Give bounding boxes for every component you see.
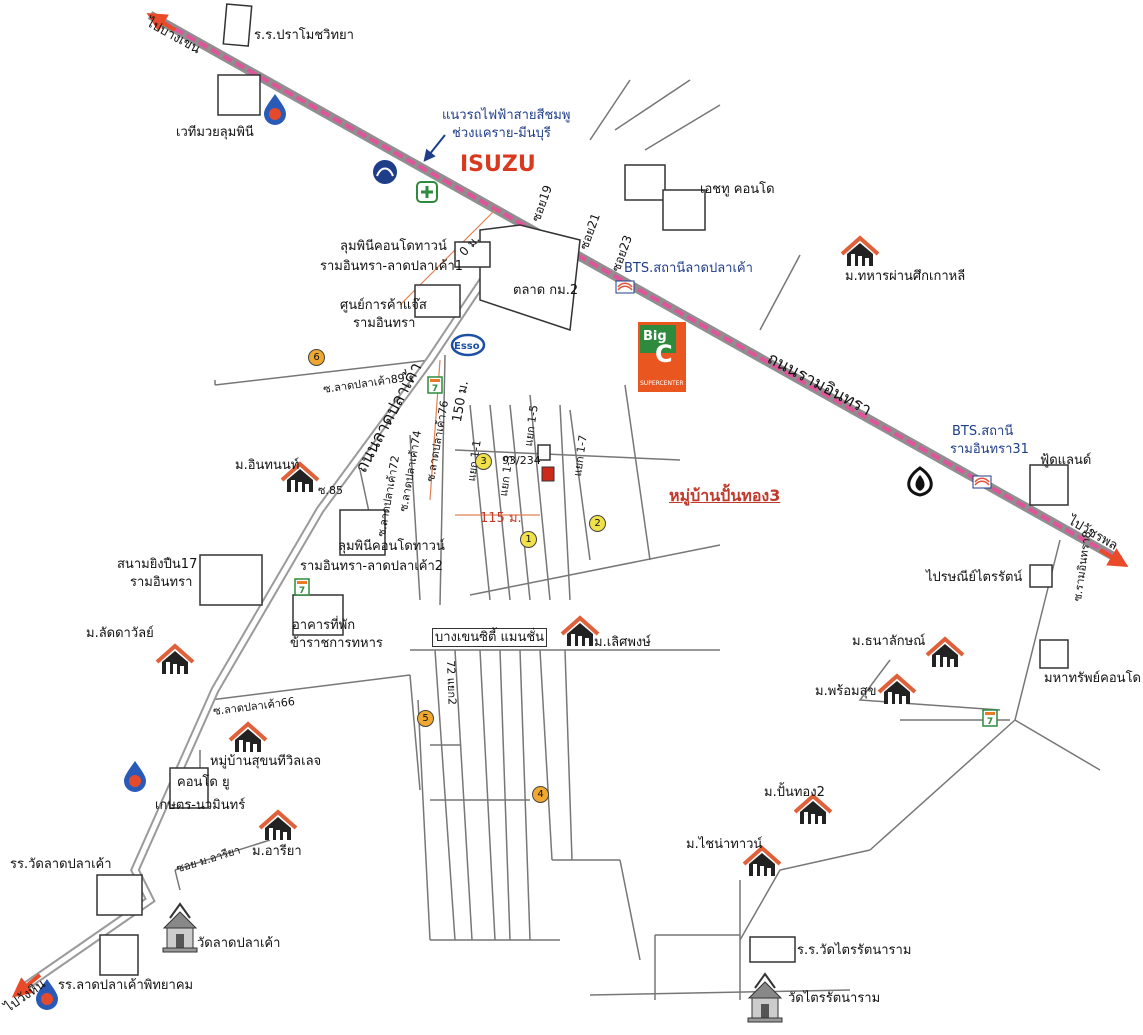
pramote-school-label: ร.ร.ปราโมชวิทยา — [254, 28, 354, 43]
m-panthong2-label: ม.ปั้นทอง2 — [764, 785, 825, 800]
distance-115-label: 115 ม. — [480, 511, 522, 526]
marker-6: 6 — [308, 349, 325, 366]
bigc-logo-sub: SUPERCENTER — [640, 380, 684, 387]
m-phromsuk-label: ม.พร้อมสุข — [815, 684, 877, 699]
m-ariya-label: ม.อารียา — [252, 844, 302, 859]
post-office-label: ไปรษณีย์ไตรรัตน์ — [926, 570, 1023, 585]
wat-latplakhao-label: วัดลาดปลาเค้า — [197, 936, 281, 951]
village-panthong3-label: หมู่บ้านปั้นทอง3 — [669, 486, 781, 505]
shooting-range-sub-label: รามอินทรา — [130, 575, 193, 590]
lumpini-condo2-label: ลุมพินีคอนโดทาวน์ — [338, 539, 445, 554]
jas-center-label: ศูนย์การค้าแจ๊ส — [340, 298, 427, 313]
bangkhen-city-label: บางเขนซิตี้ แมนชั่น — [432, 628, 548, 647]
marker-2: 2 — [589, 515, 606, 532]
marker-3: 3 — [475, 453, 492, 470]
korean-vets-label: ม.ทหารผ่านศึกเกาหลี — [845, 269, 966, 284]
hchu-condo-label: เอชทู คอนโด — [700, 182, 775, 197]
bigc-logo-text: Big — [643, 329, 667, 344]
lumpini-condo2-sub-label: รามอินทรา-ลาดปลาเค้า2 — [300, 559, 444, 574]
m-loetphong-label: ม.เลิศพงษ์ — [594, 635, 651, 650]
wat-trairat-label: วัดไตรรัตนาราม — [788, 991, 881, 1006]
soi85-label: ซ.85 — [318, 484, 343, 497]
m-ladda-label: ม.ลัดดาวัลย์ — [86, 626, 154, 641]
pink-line-label: แนวรถไฟฟ้าสายสีชมพู — [442, 108, 571, 123]
m-chinatown-label: ม.ไชน่าทาวน์ — [686, 837, 763, 852]
sukhonthee-village-label: หมู่บ้านสุขนทีวิลเลจ — [210, 754, 322, 769]
marker-4: 4 — [532, 786, 549, 803]
marker-5: 5 — [417, 710, 434, 727]
isuzu-logo: ISUZU — [460, 152, 536, 177]
latplakhao-pittayakom-label: รร.ลาดปลาเค้าพิทยาคม — [58, 978, 194, 993]
m-inthanon-label: ม.อินทนนท์ — [235, 458, 300, 473]
condo-u-label: คอนโด ยู — [177, 775, 230, 790]
soi72-yaek2-label: 72 แยก2 — [444, 660, 459, 706]
lumpini-condo1-label: ลุมพินีคอนโดทาวน์ — [340, 239, 447, 254]
wat-trairat-school-label: ร.ร.วัดไตรรัตนาราม — [797, 943, 912, 958]
house-number-label: 93/234 — [502, 454, 541, 467]
military-housing-sub-label: ข้าราชการทหาร — [290, 636, 383, 651]
jas-center-sub-label: รามอินทรา — [353, 316, 416, 331]
lumpini-condo1-sub-label: รามอินทรา-ลาดปลาเค้า1 — [320, 259, 464, 274]
bts-ramintra-sub-label: รามอินทรา31 — [950, 442, 1029, 457]
mahasap-condo-label: มหาทรัพย์คอนโด — [1044, 671, 1141, 686]
marker-1: 1 — [520, 531, 537, 548]
condo-u-sub-label: เกษตร-นวมินทร์ — [155, 798, 246, 813]
military-housing-label: อาคารที่พัก — [292, 618, 356, 633]
shooting-range-label: สนามยิงปืน17 — [117, 557, 198, 572]
wat-latplakhao-school-label: รร.วัดลาดปลาเค้า — [10, 857, 112, 872]
bigc-logo-letter: C — [655, 340, 673, 368]
esso-logo: Esso — [454, 341, 480, 352]
pink-line-sub-label: ช่วงแคราย-มีนบุรี — [452, 126, 551, 141]
lumpini-stage-label: เวทีมวยลุมพินี — [176, 125, 254, 140]
bts-latplakhao-label: BTS.สถานีลาดปลาเค้า — [624, 261, 753, 276]
foodland-label: ฟู้ดแลนด์ — [1040, 453, 1092, 468]
m-thanalak-label: ม.ธนาลักษณ์ — [852, 634, 926, 649]
bts-ramintra-label: BTS.สถานี — [952, 424, 1014, 439]
market-km2-label: ตลาด กม.2 — [513, 283, 579, 298]
